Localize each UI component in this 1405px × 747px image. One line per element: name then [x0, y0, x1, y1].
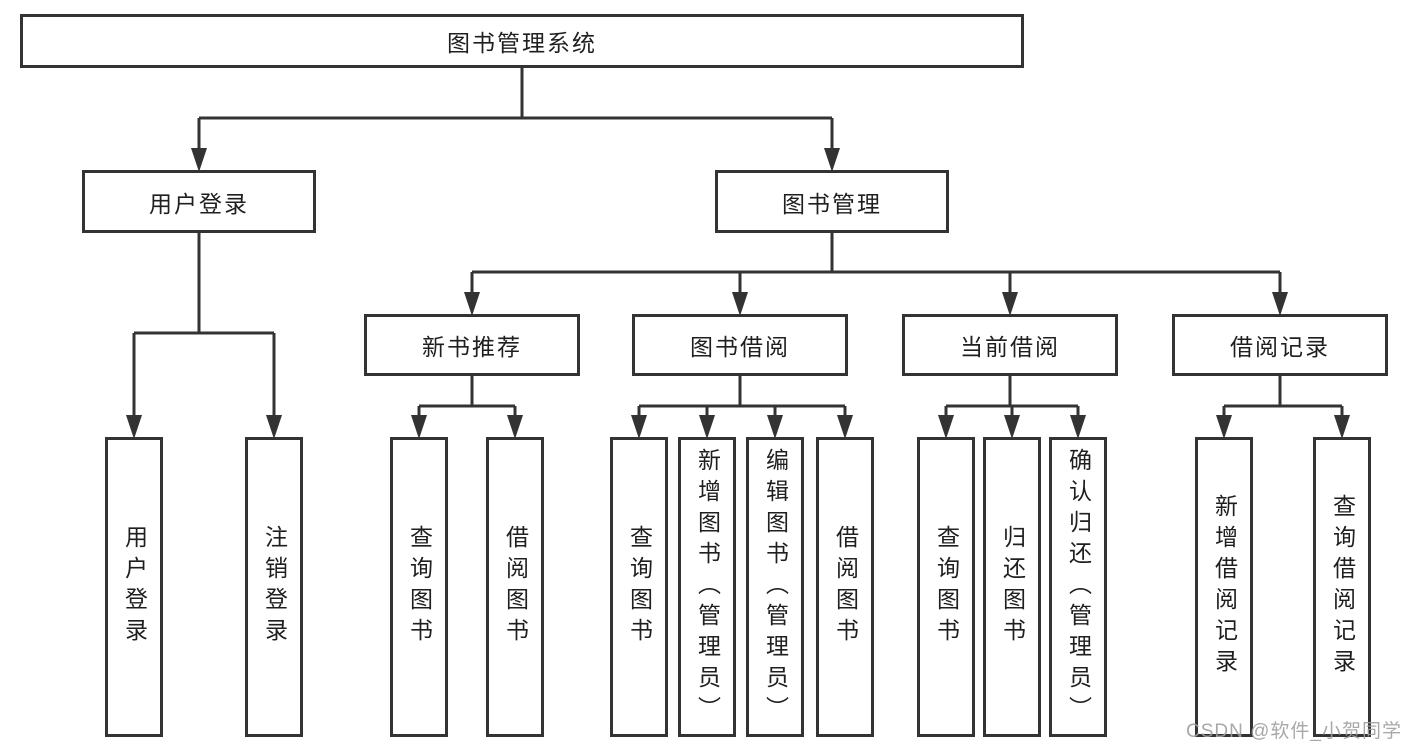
connector-recommendation-branch [417, 376, 517, 419]
connector-records-branch [1222, 376, 1344, 419]
leaf-borrowing-borrow-books: 借阅图书 [816, 437, 874, 737]
arrowhead-icons [126, 148, 1350, 439]
leaf-records-add-record: 新增借阅记录 [1195, 437, 1253, 737]
watermark: CSDN @软件_小贺同学 [1186, 721, 1402, 742]
node-root: 图书管理系统 [20, 14, 1024, 68]
node-user-login: 用户登录 [82, 170, 316, 233]
leaf-current-confirm-return-admin: 确认归还（管理员） [1049, 437, 1107, 737]
leaf-current-return-books: 归还图书 [983, 437, 1041, 737]
node-book-borrowing: 图书借阅 [632, 314, 848, 376]
node-current-borrowing: 当前借阅 [902, 314, 1118, 376]
connector-borrowing-branch [637, 376, 847, 419]
connector-root-to-level2 [197, 68, 834, 152]
leaf-user-login: 用户登录 [105, 437, 163, 737]
node-book-management: 图书管理 [715, 170, 949, 233]
leaf-borrowing-query-books: 查询图书 [610, 437, 668, 737]
leaf-recommend-borrow-books: 借阅图书 [486, 437, 544, 737]
node-borrowing-records: 借阅记录 [1172, 314, 1388, 376]
connector-user-login-branch [132, 233, 276, 419]
leaf-current-query-books: 查询图书 [917, 437, 975, 737]
node-new-book-recommendation: 新书推荐 [364, 314, 580, 376]
leaf-recommend-query-books: 查询图书 [390, 437, 448, 737]
leaf-borrowing-edit-books-admin: 编辑图书（管理员） [746, 437, 804, 737]
connector-current-branch [944, 376, 1080, 419]
leaf-logout: 注销登录 [245, 437, 303, 737]
connector-book-management-branch [470, 233, 1282, 296]
leaf-records-query-record: 查询借阅记录 [1313, 437, 1371, 737]
leaf-borrowing-add-books-admin: 新增图书（管理员） [678, 437, 736, 737]
